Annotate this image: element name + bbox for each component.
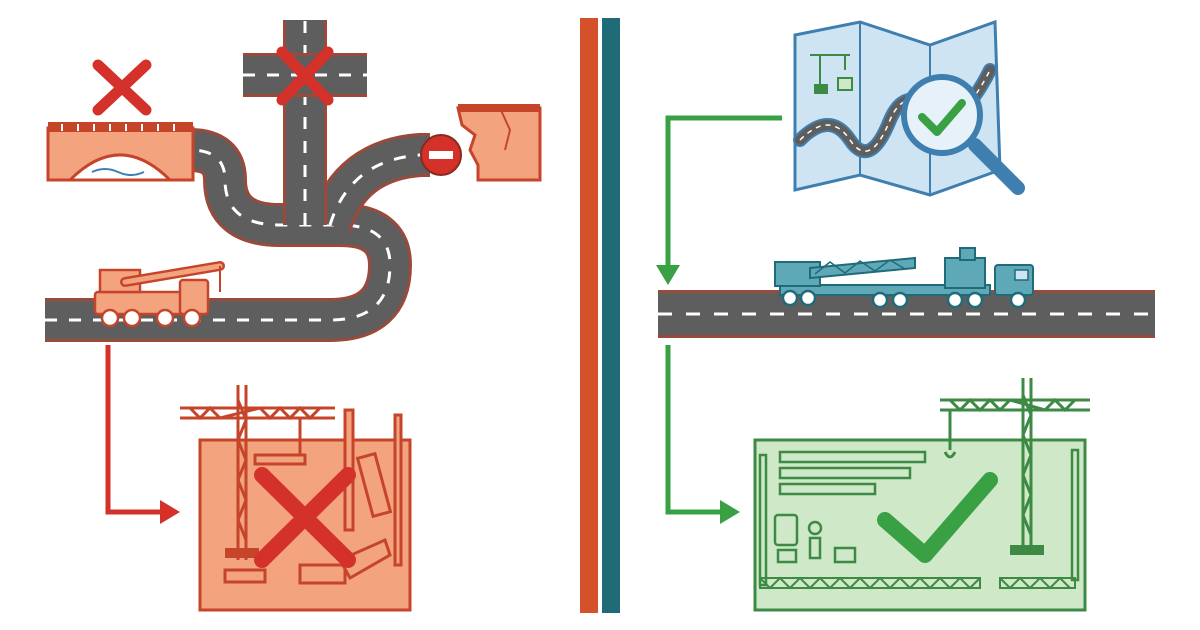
good-route-panel	[656, 19, 1155, 612]
road-to-site-arrow	[665, 345, 740, 524]
bad-route-arrow	[105, 345, 180, 524]
closed-intersection-icon	[276, 46, 334, 106]
cliff-edge-icon	[456, 104, 542, 182]
organized-construction-site-icon	[753, 378, 1090, 612]
mobile-crane-truck-icon	[93, 261, 225, 328]
checkmark-icon	[877, 472, 998, 563]
map-to-road-arrow	[656, 115, 782, 285]
chaotic-construction-site-icon	[180, 385, 412, 612]
bad-route-panel	[45, 20, 542, 612]
crane-transport-truck-icon	[774, 247, 1034, 309]
panel-divider	[580, 18, 620, 613]
magnifier-check-icon	[901, 74, 1025, 195]
blocked-bridge-icon	[46, 122, 195, 182]
winding-road	[45, 20, 430, 342]
cross-icon	[254, 467, 356, 568]
no-entry-icon	[420, 134, 462, 176]
cross-icon	[92, 59, 152, 116]
